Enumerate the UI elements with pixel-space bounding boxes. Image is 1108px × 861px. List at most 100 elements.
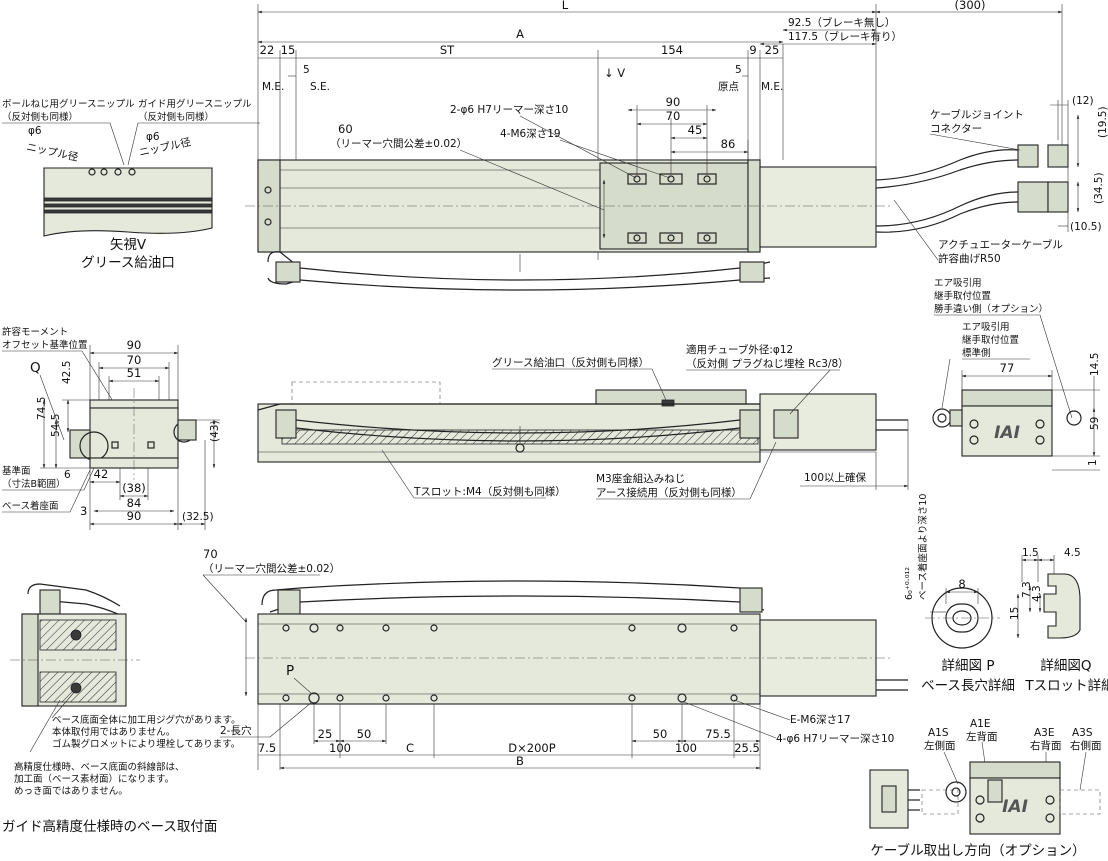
dim-51-end: 51 [127,366,142,380]
dim-45-top: 45 [688,123,703,137]
label-tol-top: （リーマー穴間公差±0.02） [330,137,467,150]
label-a3s-1: A3S [1072,727,1093,739]
motor-top [759,166,877,248]
dim-74-5: 74.5 [36,397,48,420]
dim-75-5: 75.5 [705,727,731,741]
dim-3-end: 3 [80,504,87,518]
label-a3e-2: 右背面 [1030,739,1062,752]
label-se: S.E. [310,81,330,93]
dim-86-top: 86 [721,137,736,151]
label-ball-grease-1: ボールねじ用グリースニップル [2,98,135,110]
left-end-view: 許容モーメント オフセット基準位置 90 70 51 Q 42.5 [2,326,221,530]
detail-p-d8: 8 [958,577,965,591]
dim-77: 77 [1000,361,1015,375]
detail-p-tol: 6₀⁺⁰·⁰¹² [904,567,915,600]
label-ref-2: （寸法B範囲） [2,478,66,490]
detail-q-d4-3: 4.3 [1031,585,1043,602]
top-view: L (300) 92.5（ブレーキ無し） 117.5（ブレーキ有り） A 22 … [245,0,1108,291]
dim-7-5: 7.5 [258,741,276,755]
note2-1: 高精度仕様時、ベース底面の斜線部は、 [14,761,185,773]
dim-cable-300: (300) [955,0,986,12]
bottom-tube [261,580,761,606]
iai-logo-cable: IAI [1002,797,1028,817]
label-a1e-2: 左背面 [966,730,998,743]
label-clearance: 100以上確保 [804,471,867,484]
note2-3: めっき面ではありません。 [14,786,128,797]
label-phi6-b: φ6 [146,131,160,143]
label-a1s-2: 左側面 [924,739,956,752]
dim-42-end: 42 [94,467,109,481]
cable-option: A1S 左側面 A1E 左背面 A3E 右背面 A3S 右側面 IAI ケーブル… [869,718,1102,859]
detail-p-depth: ベース着座面より深さ10 [917,494,929,600]
label-connector: コネクター [930,123,982,135]
label-long-hole: 2-長穴 [220,724,252,737]
cable-option-title: ケーブル取出し方向（オプション） [870,842,1085,859]
dim-59: 59 [1089,417,1101,430]
dim-32-5: (32.5) [182,511,214,523]
label-tube-2: （反対側 プラグねじ埋栓 Rc3/8） [686,357,849,370]
dim-50-bottom: 50 [357,727,372,741]
note1-3: ゴム製グロメットにより埋栓してあります。 [52,738,240,750]
right-end-view: エア吸引用 継手取付位置 勝手違い側（オプション） エア吸引用 継手取付位置 標… [932,278,1101,471]
dim-DxP: D×200P [508,741,555,755]
side-view: グリース給油口（反対側も同様） 適用チューブ外径:φ12 （反対側 プラグねじ埋… [257,343,909,500]
dim-ST: ST [440,43,455,57]
note1-1: ベース底面全体に加工用ジグ穴があります。 [52,714,241,726]
side-tube [295,419,741,434]
label-nipple-a: ニップル径 [25,140,80,164]
dim-1: 1 [1087,459,1099,466]
dim-50b-bottom: 50 [653,727,668,741]
label-reamer4: 4-φ6 H7リーマー深さ10 [776,733,894,745]
dim-42-5: 42.5 [61,361,73,384]
dim-22: 22 [260,43,275,57]
cable-upper [875,149,1019,181]
connector-upper [1017,144,1039,168]
iai-logo-right: IAI [994,423,1020,443]
detail-p-title1: 詳細図 P [942,658,995,674]
tslot-shape [1043,573,1081,639]
dim-34-5: (34.5) [1093,172,1105,204]
actuator-body-bottom [257,613,761,705]
label-air-opt-3: 勝手違い側（オプション） [934,303,1048,315]
dim-90b-end: 90 [127,509,142,523]
label-a3s-2: 右側面 [1070,739,1102,752]
dim-12-conn: (12) [1072,95,1094,107]
label-air-opt-2: 継手取付位置 [934,290,991,302]
dim-L: L [562,0,569,12]
label-ref-1: 基準面 [2,465,31,477]
label-m3-2: アース接続用（反対側も同様） [596,486,742,499]
detail-q-d15: 15 [1009,607,1021,620]
view-v-title-2: グリース給油口 [81,255,175,271]
label-moment-1: 許容モーメント [2,326,68,338]
dim-70-end: 70 [127,353,142,367]
label-air-std-3: 標準側 [962,347,991,359]
dim-70-bottom: 70 [203,547,218,561]
dim-90-top: 90 [666,95,681,109]
dim-25-5: 25.5 [734,741,760,755]
label-Q: Q [30,360,41,376]
dim-6-end: 6 [64,469,71,481]
detail-q-d7-3: 7.3 [1021,581,1033,598]
bottom-holes [282,623,738,704]
label-phi6-a: φ6 [28,125,42,137]
detail-q-d1-5: 1.5 [1022,547,1039,559]
dim-19-5: (19.5) [1097,106,1108,138]
note2-2: 加工面（ベース素材面）になります。 [14,773,174,785]
dim-43: (43) [209,420,221,442]
label-cable-joint: ケーブルジョイント [930,108,1024,121]
dim-14-5: 14.5 [1089,353,1101,376]
label-grease-side: グリース給油口（反対側も同様） [492,356,649,369]
dim-brake-none: 92.5（ブレーキ無し） [788,16,895,29]
label-a3e-1: A3E [1034,727,1055,739]
dim-38-end: (38) [122,481,146,495]
dim-54-5: 54.5 [50,414,62,437]
tube-top [267,251,771,281]
dim-brake-with: 117.5（ブレーキ有り） [788,30,902,43]
label-m3-1: M3座金組込みねじ [596,472,685,485]
dim-70-top: 70 [666,109,681,123]
label-me-left: M.E. [262,81,284,93]
label-air-std-2: 継手取付位置 [962,334,1019,346]
dim-A: A [516,27,524,41]
dim-10-5: (10.5) [1070,221,1102,233]
